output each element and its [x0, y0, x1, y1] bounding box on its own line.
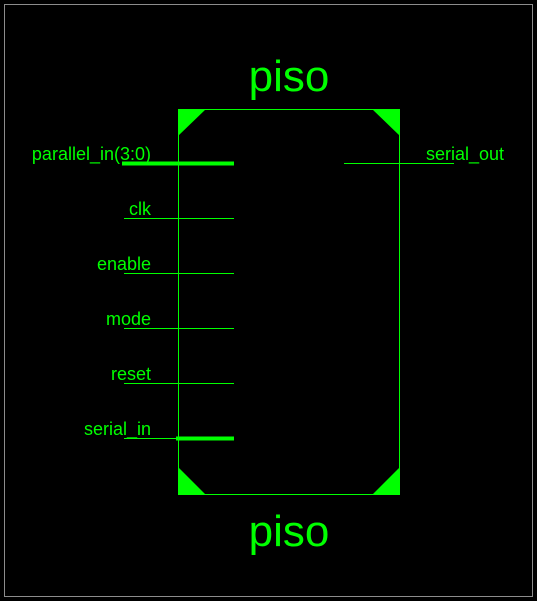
input-pin-enable[interactable]: enable — [97, 254, 234, 274]
pin-label-mode: mode — [106, 309, 151, 329]
corner-marker-top-right — [372, 109, 400, 136]
component-body[interactable] — [178, 109, 400, 495]
corner-marker-bottom-right — [372, 467, 400, 495]
pin-label-serial-in: serial_in — [84, 419, 151, 440]
output-pin-serial-out[interactable]: serial_out — [344, 144, 504, 165]
pin-label-enable: enable — [97, 254, 151, 274]
pin-label-reset: reset — [111, 364, 151, 384]
pin-label-serial-out: serial_out — [426, 144, 504, 165]
input-pin-reset[interactable]: reset — [111, 364, 234, 384]
pin-label-clk: clk — [129, 199, 152, 219]
input-pin-mode[interactable]: mode — [106, 309, 234, 329]
symbol-title-top: piso — [249, 52, 330, 101]
input-pin-serial-in[interactable]: serial_in — [84, 419, 234, 441]
corner-marker-top-left — [178, 109, 206, 136]
input-pin-parallel-in[interactable]: parallel_in(3:0) — [32, 144, 234, 166]
symbol-title-bottom: piso — [249, 507, 330, 556]
pin-label-parallel-in: parallel_in(3:0) — [32, 144, 151, 165]
sheet-frame — [4, 4, 533, 597]
input-pin-clk[interactable]: clk — [124, 199, 234, 219]
corner-marker-bottom-left — [178, 467, 206, 495]
